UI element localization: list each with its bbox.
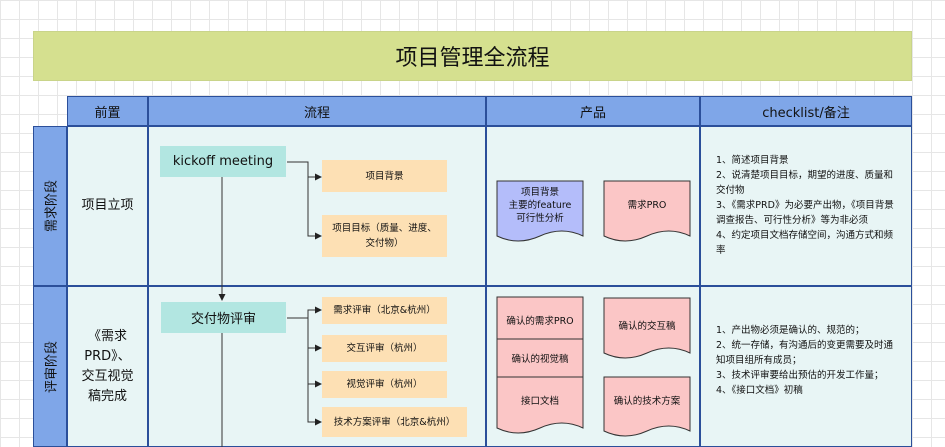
page-title: 项目管理全流程	[33, 31, 912, 81]
substep-project-background: 项目背景	[322, 160, 447, 192]
document-stack-shape	[496, 296, 584, 434]
document-shape-pink	[603, 297, 691, 359]
step-deliverable-review: 交付物评审	[161, 302, 286, 333]
substep-requirement-review: 需求评审（北京&杭州）	[322, 297, 447, 324]
product-confirmed-prd: 确认的需求PRO	[506, 316, 574, 327]
checklist-cell: 1、简述项目背景 2、说清楚项目目标，期望的进度、质量和交付物 3、《需求PRD…	[700, 126, 912, 286]
document-shape-pink	[603, 180, 691, 242]
header-prerequisite: 前置	[67, 96, 148, 126]
header-product: 产品	[486, 96, 700, 126]
prerequisite-text: 项目立项	[81, 198, 134, 213]
header-checklist: checklist/备注	[700, 96, 912, 126]
checklist-cell: 1、产出物必须是确认的、规范的； 2、统一存储，有沟通后的变更需要及时通知项目组…	[700, 286, 912, 447]
substep-visual-review: 视觉评审（杭州）	[322, 371, 447, 398]
product-confirmed-visual: 确认的视觉稿	[511, 354, 569, 365]
prerequisite-cell: 项目立项	[67, 126, 148, 286]
stage-label-requirements: 需求阶段	[33, 126, 67, 286]
substep-tech-review: 技术方案评审（北京&杭州）	[322, 407, 467, 437]
prerequisite-cell: 《需求PRD》、交互视觉稿完成	[67, 286, 148, 447]
prerequisite-text: 《需求PRD》、交互视觉稿完成	[81, 328, 134, 404]
product-background-doc: 项目背景 主要的feature 可行性分析	[508, 186, 572, 224]
product-api-doc: 接口文档	[520, 396, 559, 407]
document-shape-pink	[603, 376, 691, 437]
checklist-notes: 1、简述项目背景 2、说清楚项目目标，期望的进度、质量和交付物 3、《需求PRD…	[716, 155, 894, 256]
stage-label-review: 评审阶段	[33, 286, 67, 447]
checklist-notes: 1、产出物必须是确认的、规范的； 2、统一存储，有沟通后的变更需要及时通知项目组…	[716, 325, 894, 396]
header-process: 流程	[148, 96, 486, 126]
substep-interaction-review: 交互评审（杭州）	[322, 335, 447, 362]
product-prd-doc: 需求PRO	[627, 199, 667, 211]
product-confirmed-tech: 确认的技术方案	[613, 396, 681, 407]
step-kickoff-meeting: kickoff meeting	[160, 146, 286, 177]
document-shape-blue	[496, 180, 584, 242]
substep-project-goals: 项目目标（质量、进度、交付物）	[322, 215, 447, 257]
product-confirmed-interaction: 确认的交互稿	[618, 321, 676, 332]
